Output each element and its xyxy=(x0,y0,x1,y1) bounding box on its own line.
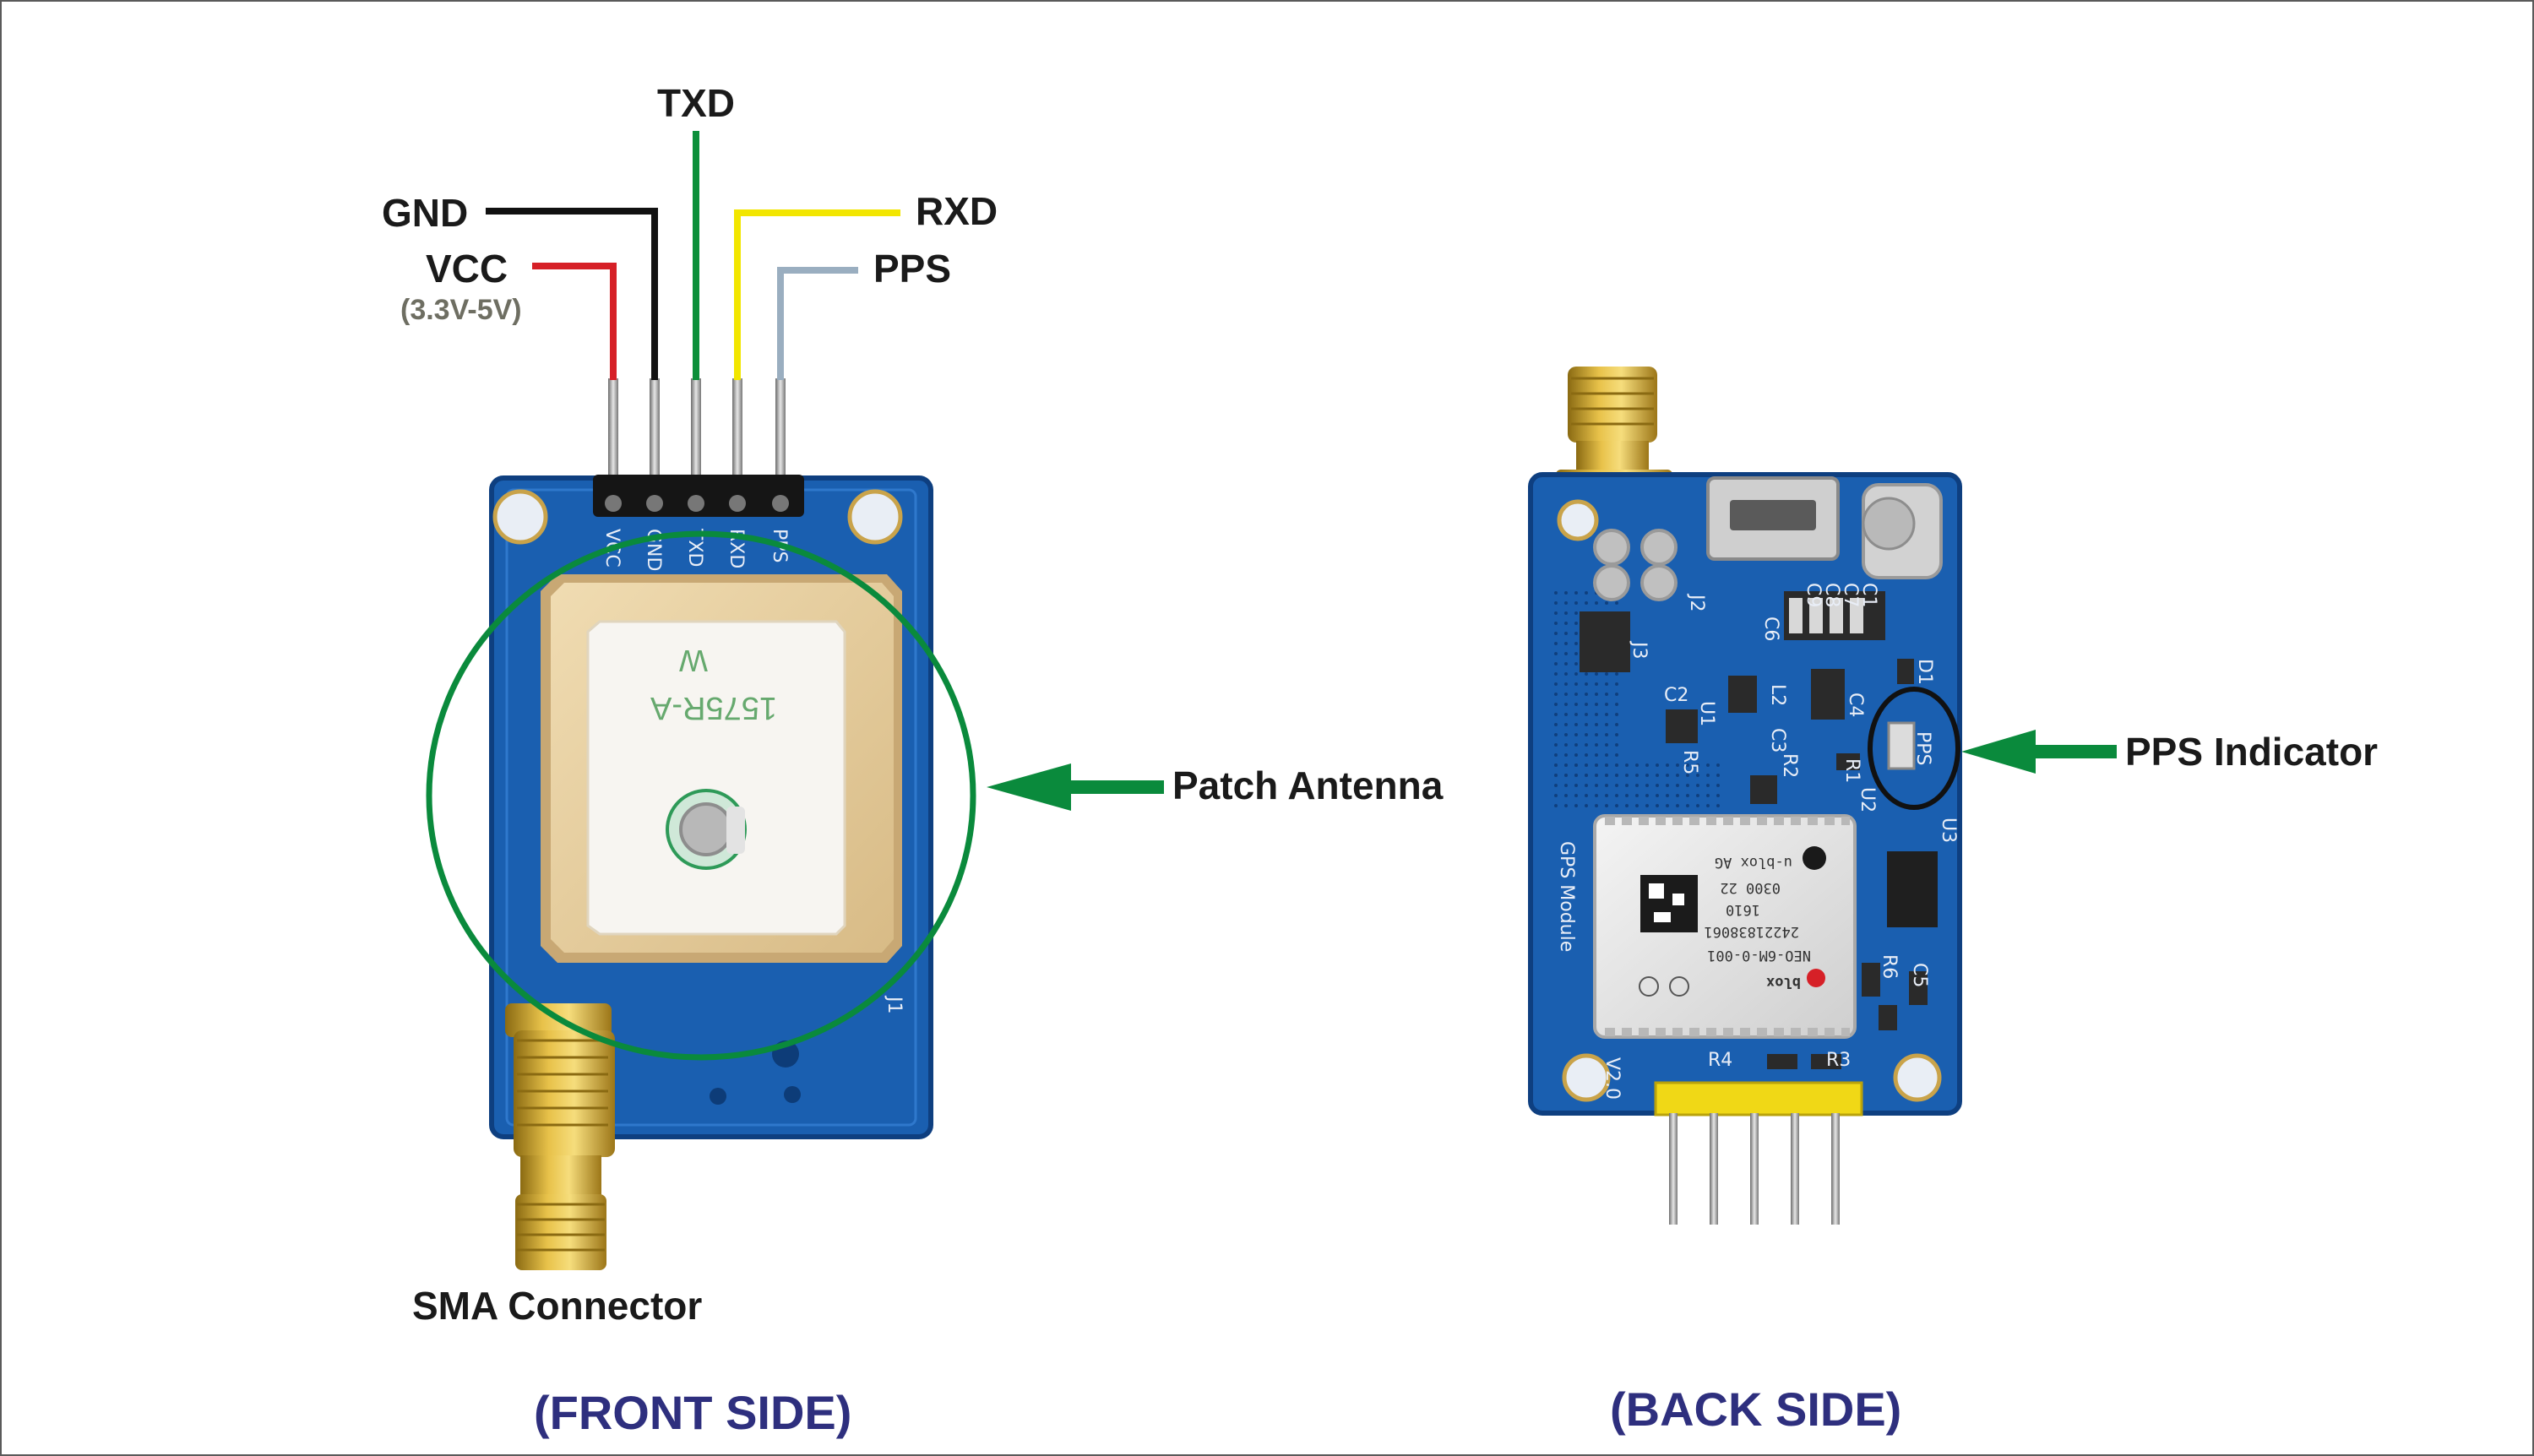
silk-gps-module: GPS Module xyxy=(1556,841,1577,952)
silk-r6: R6 xyxy=(1879,954,1900,979)
silk-d1: D1 xyxy=(1914,659,1935,685)
module-part-number: NEO-6M-0-001 xyxy=(1707,947,1811,964)
rxd-wire xyxy=(734,209,900,380)
patch-antenna-arrow xyxy=(987,763,1164,811)
patch-antenna-highlight-circle xyxy=(426,530,976,1061)
antenna-mark-model: 1575R-A xyxy=(650,690,777,725)
module-maker: u-blox AG xyxy=(1715,854,1792,871)
label-txd: TXD xyxy=(657,81,735,125)
silk-c7: C7 xyxy=(1840,583,1861,607)
label-sma-connector: SMA Connector xyxy=(412,1284,702,1328)
silk-j1: J1 xyxy=(884,995,905,1014)
label-patch-antenna: Patch Antenna xyxy=(1172,763,1444,807)
mounting-hole xyxy=(492,489,548,545)
module-date: 1610 xyxy=(1726,901,1760,918)
silk-c3: C3 xyxy=(1767,728,1788,752)
label-rxd: RXD xyxy=(916,189,998,233)
silk-j3: J3 xyxy=(1629,640,1650,660)
silk-c4: C4 xyxy=(1845,693,1866,717)
silk-r1: R1 xyxy=(1841,758,1862,783)
neo-6m-module: u-blox AG 0300 22 1610 24221838061 NEO-6… xyxy=(1593,814,1857,1039)
front-header-pins xyxy=(608,378,786,480)
silk-j2: J2 xyxy=(1686,593,1707,612)
pps-indicator-highlight-circle xyxy=(1868,687,1960,810)
label-back-side: (BACK SIDE) xyxy=(1610,1383,1901,1436)
silk-c8: C8 xyxy=(1821,583,1842,607)
label-front-side: (FRONT SIDE) xyxy=(534,1386,851,1439)
silk-r5: R5 xyxy=(1679,750,1700,774)
label-pps-indicator: PPS Indicator xyxy=(2125,730,2378,774)
module-serial: 24221838061 xyxy=(1704,923,1799,940)
silk-c1: C1 xyxy=(1858,583,1879,607)
front-board: VCC GND TXD RXD PPS J1 W 1575R-A xyxy=(489,378,933,1270)
mounting-hole xyxy=(847,489,903,545)
pps-wire xyxy=(777,267,858,380)
antenna-mark-w: W xyxy=(679,644,708,678)
silk-pps-indicator: PPS xyxy=(1912,731,1933,766)
silk-l2: L2 xyxy=(1767,684,1788,706)
silk-version: V2.0 xyxy=(1601,1057,1623,1100)
silk-r2: R2 xyxy=(1779,753,1800,778)
silk-c9: C9 xyxy=(1803,583,1824,607)
pps-led xyxy=(1887,721,1916,770)
label-gnd: GND xyxy=(382,191,468,235)
label-pps: PPS xyxy=(873,247,951,291)
label-vcc-range: (3.3V-5V) xyxy=(400,294,522,326)
patch-antenna: W 1575R-A xyxy=(541,574,902,963)
label-vcc: VCC xyxy=(426,247,508,291)
sma-connector xyxy=(505,1003,615,1270)
silk-c6: C6 xyxy=(1760,617,1781,641)
silk-r4: R4 xyxy=(1708,1050,1732,1071)
silk-r3: R3 xyxy=(1826,1050,1851,1071)
silk-u2: U2 xyxy=(1857,787,1878,812)
pps-indicator-arrow xyxy=(1961,730,2117,774)
back-header-block xyxy=(1654,1081,1863,1116)
silk-u1: U1 xyxy=(1696,701,1717,726)
module-brand: blox xyxy=(1766,974,1801,991)
pin-wires xyxy=(486,131,900,380)
back-board: J2 J3 C9 C8 C7 C1 C6 D1 C2 L2 U1 C3 R5 C… xyxy=(1528,367,1962,1225)
vcc-wire xyxy=(532,263,617,380)
silk-c2: C2 xyxy=(1664,685,1688,706)
gnd-wire xyxy=(486,208,658,380)
module-code: 0300 22 xyxy=(1720,879,1781,896)
silk-c5: C5 xyxy=(1909,963,1930,987)
silk-u3: U3 xyxy=(1938,818,1959,843)
